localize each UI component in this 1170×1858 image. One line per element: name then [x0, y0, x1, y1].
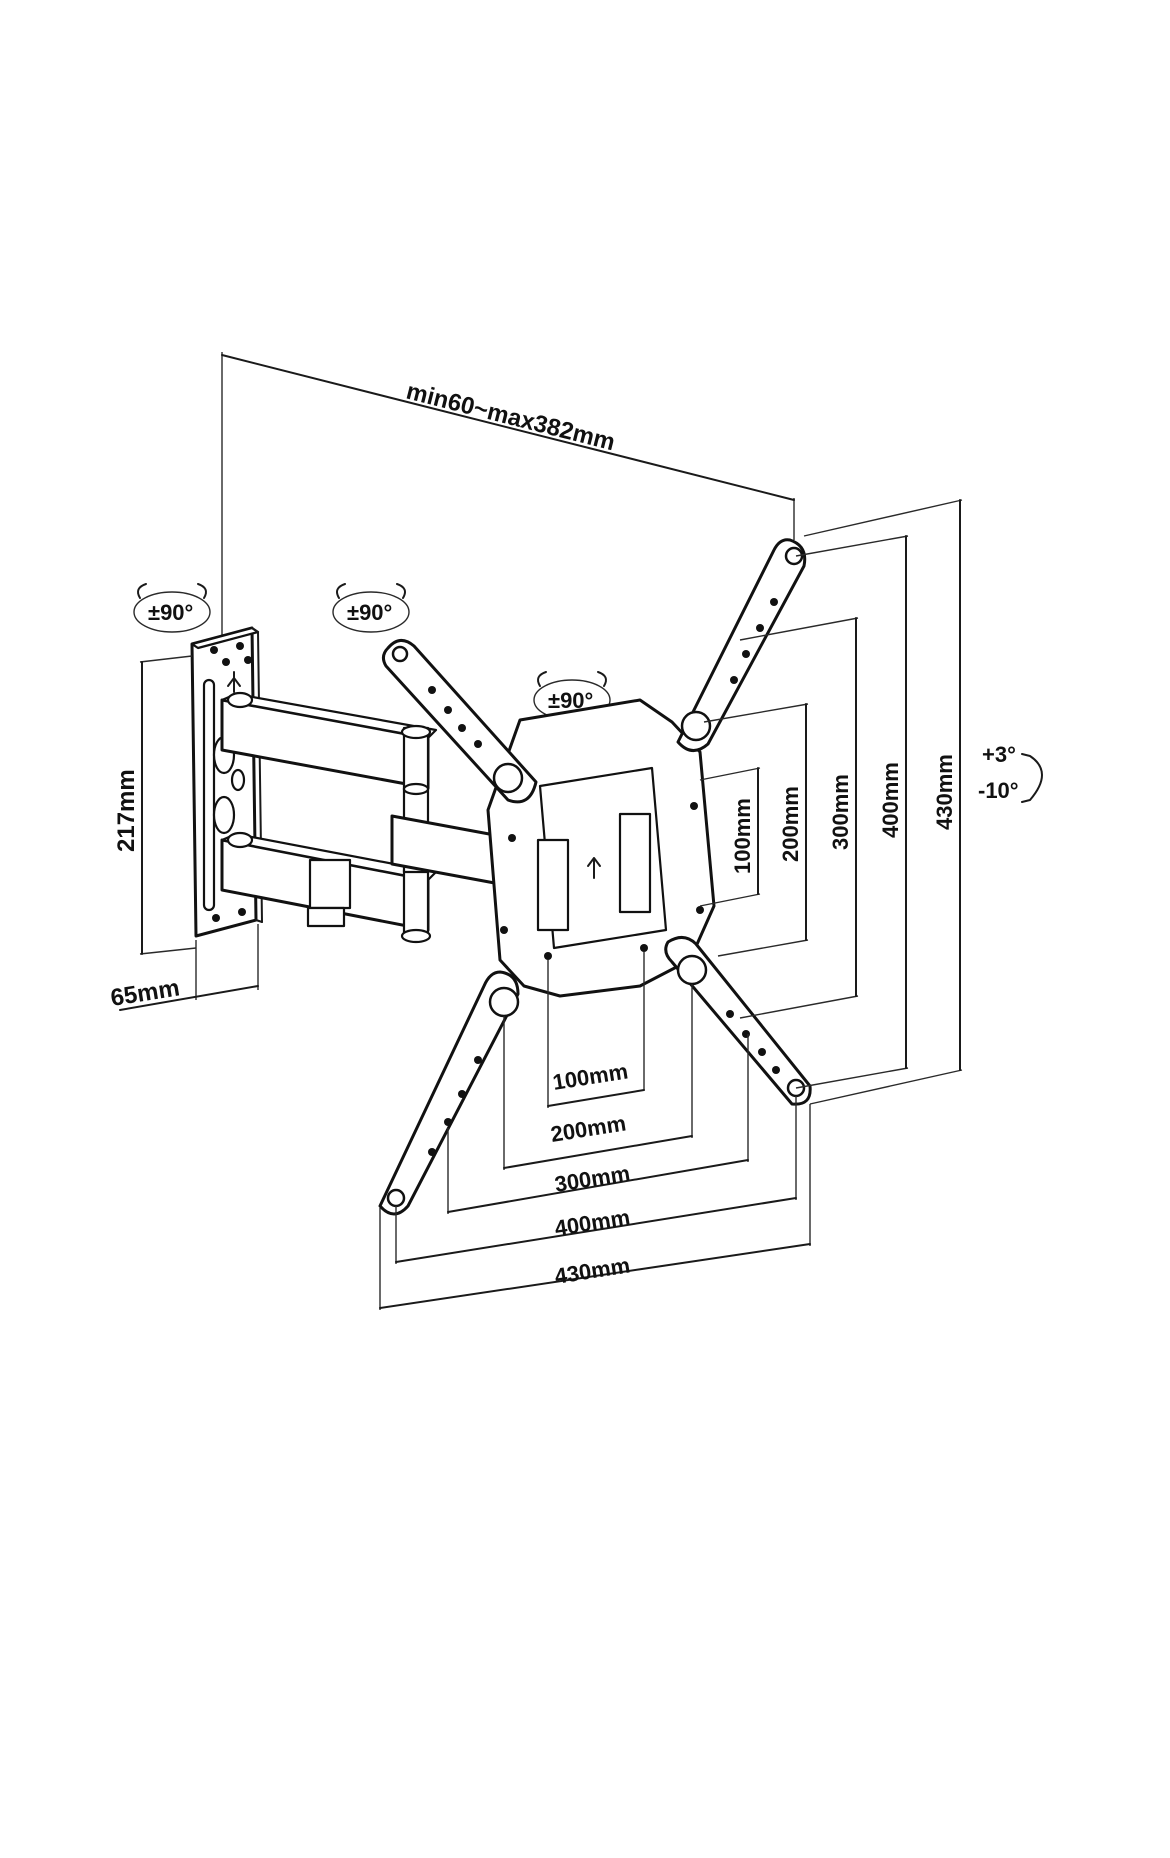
vesa-vertical-300: 300mm — [828, 774, 853, 850]
wall-swivel-label: ±90° — [148, 600, 193, 625]
up-arrow-icon — [227, 671, 241, 693]
rotate-arrows-icon — [1021, 753, 1043, 803]
arm-swivel-label: ±90° — [347, 600, 392, 625]
vesa-vertical-100: 100mm — [730, 798, 755, 874]
arm-extension-label: min60~max382mm — [404, 378, 618, 457]
vesa-vertical-430: 430mm — [932, 754, 957, 830]
vesa-vertical-dimensions: 100mm 200mm 300mm 400mm 430mm — [699, 499, 963, 1105]
vesa-vertical-400: 400mm — [878, 762, 903, 838]
tilt-indicator: +3° -10° — [978, 742, 1043, 803]
arm-swivel-badge: ±90° — [332, 583, 410, 633]
tilt-down-label: -10° — [978, 778, 1019, 803]
wall-plate-depth-label: 65mm — [109, 974, 182, 1012]
wall-plate-height-label: 217mm — [113, 769, 140, 852]
upper-arm — [220, 691, 438, 792]
vesa-horizontal-430: 430mm — [553, 1252, 632, 1289]
vesa-horizontal-200: 200mm — [549, 1110, 628, 1147]
rotate-arrows-icon — [137, 583, 207, 599]
vesa-arm-lower-right — [664, 936, 812, 1106]
wall-plate-depth-dimension: 65mm — [109, 924, 259, 1012]
vesa-horizontal-400: 400mm — [553, 1204, 632, 1241]
vesa-plate — [486, 698, 716, 998]
pivot-column — [390, 782, 502, 886]
plate-rotation-badge: ±90° — [533, 671, 611, 721]
vesa-arm-lower-left — [378, 970, 520, 1216]
vesa-horizontal-300: 300mm — [553, 1160, 632, 1197]
rotate-arrows-icon — [537, 671, 607, 687]
lower-arm — [220, 831, 438, 944]
vesa-vertical-200: 200mm — [778, 786, 803, 862]
up-arrow-icon — [587, 857, 601, 879]
vesa-arm-upper-left — [381, 639, 538, 804]
arm-extension-dimension: min60~max382mm — [221, 352, 795, 640]
rotate-arrows-icon — [336, 583, 406, 599]
wall-swivel-badge: ±90° — [133, 583, 211, 633]
vesa-horizontal-100: 100mm — [551, 1058, 630, 1095]
tilt-up-label: +3° — [982, 742, 1016, 767]
wall-plate-height-dimension: 217mm — [113, 655, 197, 955]
vesa-arm-upper-right — [676, 538, 807, 752]
